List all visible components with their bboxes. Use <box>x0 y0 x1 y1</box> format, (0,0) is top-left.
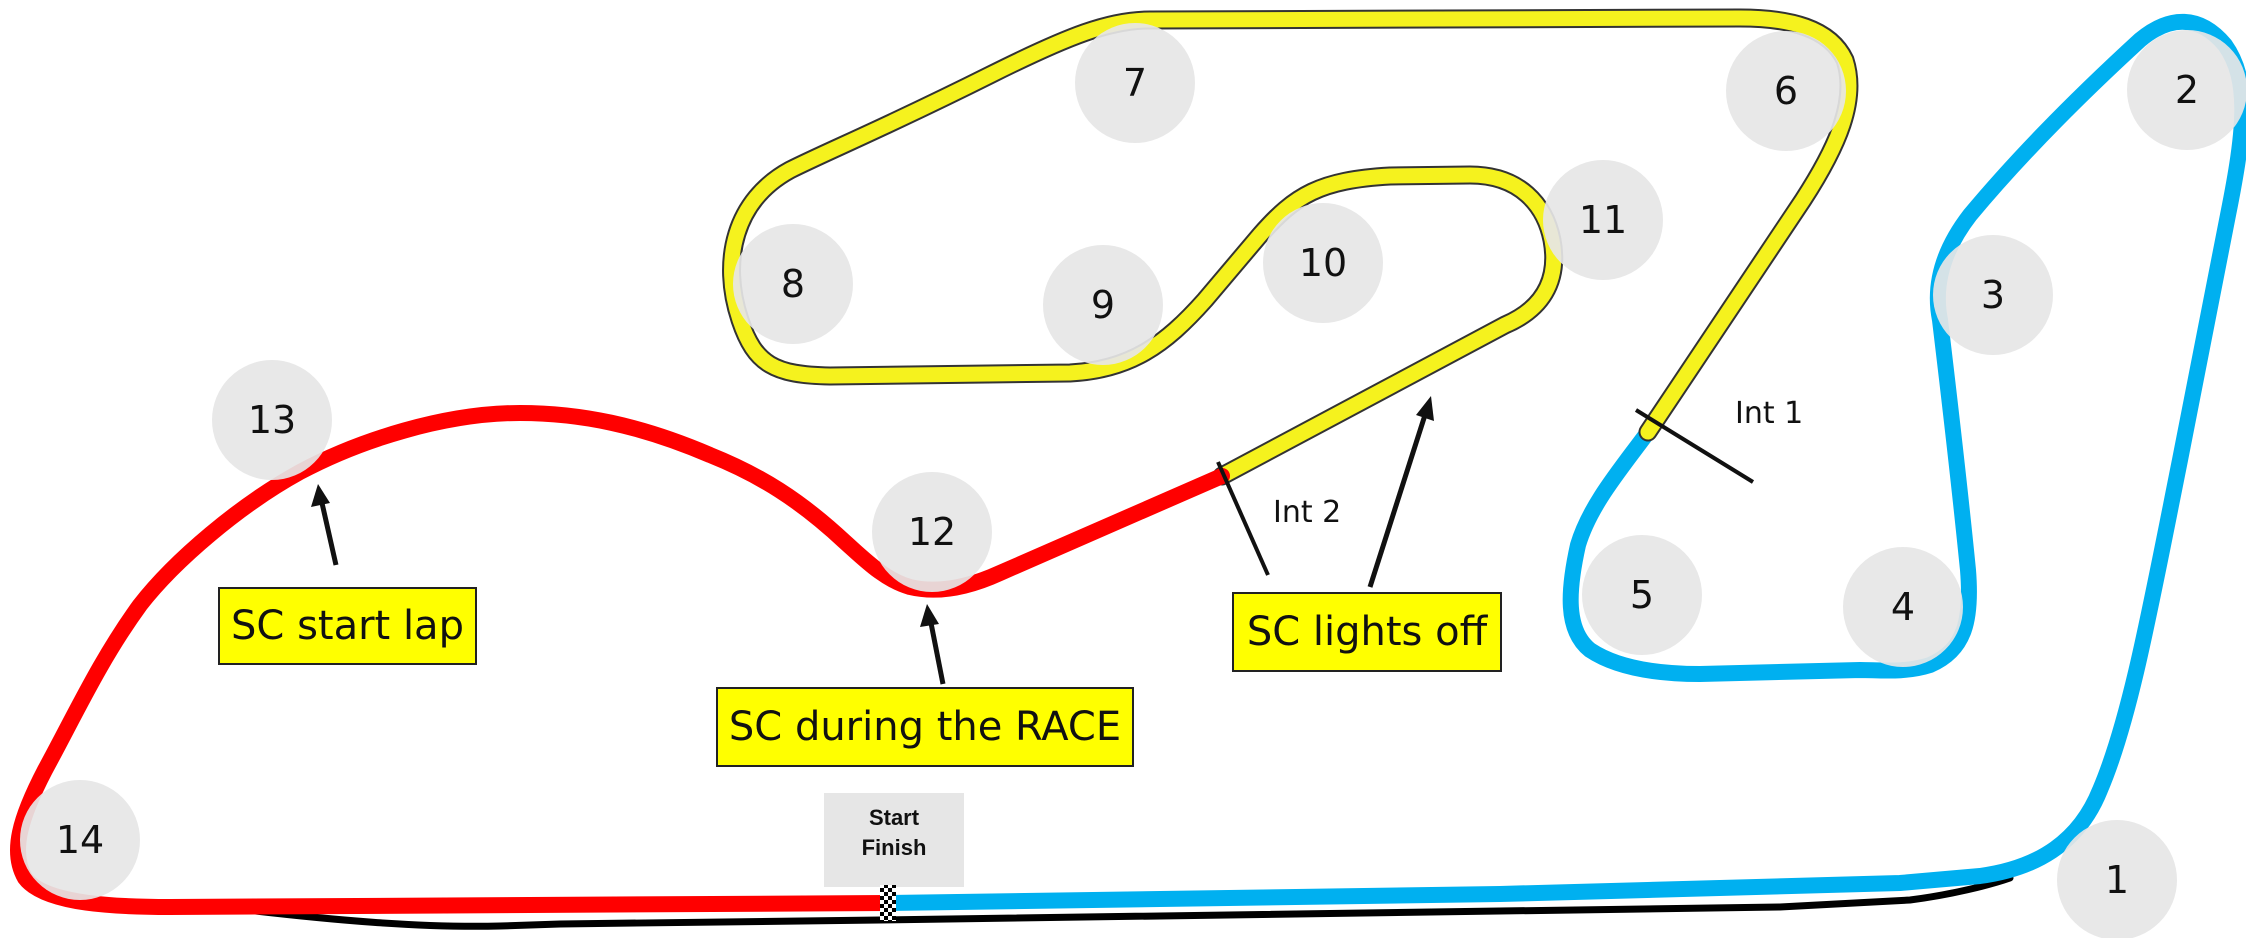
corner-number-13: 13 <box>248 398 296 442</box>
corner-number-9: 9 <box>1091 283 1115 327</box>
corner-marker-4 <box>1843 547 1963 667</box>
corner-marker-11 <box>1543 160 1663 280</box>
arrow-sc-during-race <box>928 622 946 685</box>
int2-timing-line <box>1216 461 1270 576</box>
int1-timing-line <box>1634 408 1755 484</box>
corner-marker-7 <box>1075 23 1195 143</box>
corner-marker-12 <box>872 472 992 592</box>
corner-marker-10 <box>1263 203 1383 323</box>
corner-marker-5 <box>1582 535 1702 655</box>
arrowhead-sc-lights-off <box>1416 396 1434 421</box>
corner-number-1: 1 <box>2105 858 2129 902</box>
track-sector-red <box>10 405 1230 915</box>
corner-numbers: 1 2 3 4 5 6 7 8 9 10 11 12 13 14 <box>56 61 2199 902</box>
corner-number-5: 5 <box>1630 573 1654 617</box>
arrow-sc-start-lap <box>319 502 339 566</box>
start-label: Start <box>869 805 920 830</box>
corner-number-4: 4 <box>1891 585 1915 629</box>
corner-marker-3 <box>1933 235 2053 355</box>
int2-label: Int 2 <box>1273 495 1341 530</box>
callout-sc-lights-off: SC lights off <box>1232 592 1502 672</box>
track-sector-yellow <box>724 10 1857 484</box>
corner-number-8: 8 <box>781 262 805 306</box>
corner-marker-1 <box>2057 820 2177 938</box>
corner-marker-8 <box>733 224 853 344</box>
corner-number-14: 14 <box>56 818 104 862</box>
corner-number-7: 7 <box>1123 61 1147 105</box>
corner-marker-2 <box>2127 30 2246 150</box>
corner-number-2: 2 <box>2175 68 2199 112</box>
corner-number-10: 10 <box>1299 241 1347 285</box>
corner-marker-14 <box>20 780 140 900</box>
corner-marker-9 <box>1043 245 1163 365</box>
pit-lane-line <box>226 874 2014 930</box>
callout-sc-during-race: SC during the RACE <box>716 687 1134 767</box>
corner-number-3: 3 <box>1981 273 2005 317</box>
corner-number-11: 11 <box>1579 198 1627 242</box>
finish-label: Finish <box>862 835 927 860</box>
arrowhead-sc-during-race <box>920 604 939 627</box>
int1-label: Int 1 <box>1735 396 1803 431</box>
track-sector-blue <box>880 13 2246 911</box>
callout-sc-start-lap: SC start lap <box>218 587 477 665</box>
checkered-flag-icon <box>880 885 896 921</box>
corner-number-6: 6 <box>1774 69 1798 113</box>
start-finish-label-box <box>824 793 964 887</box>
arrowhead-sc-start-lap <box>311 484 330 507</box>
callout-arrows <box>311 396 1434 685</box>
corner-number-12: 12 <box>908 510 956 554</box>
corner-markers <box>20 23 2246 938</box>
arrow-sc-lights-off <box>1367 414 1428 588</box>
corner-marker-6 <box>1726 31 1846 151</box>
corner-marker-13 <box>212 360 332 480</box>
